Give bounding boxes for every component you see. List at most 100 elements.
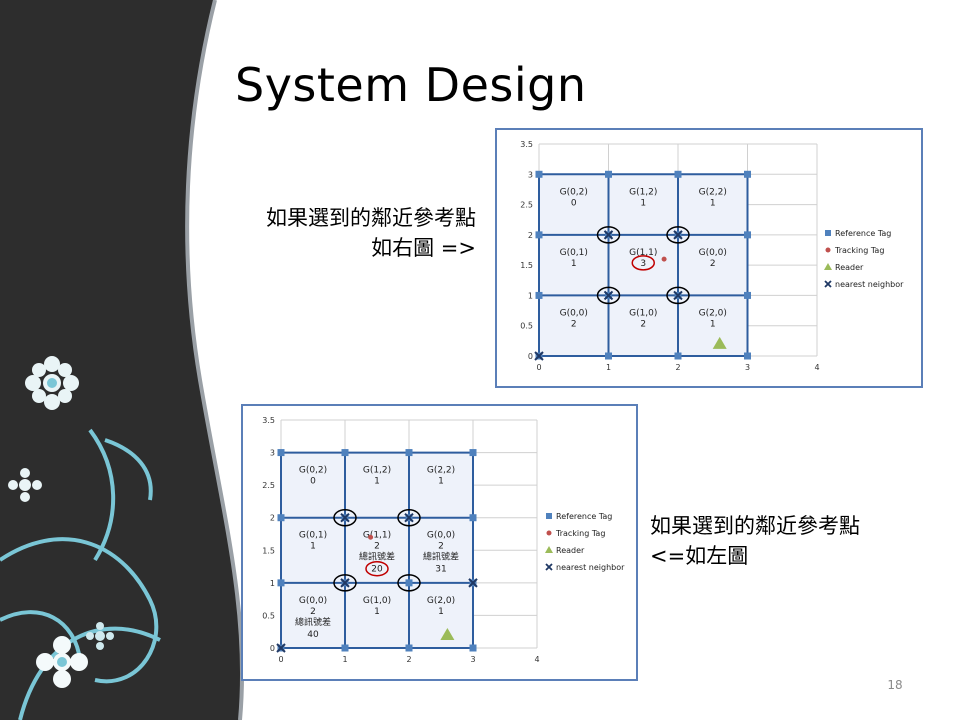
- x-tick-label: 0: [278, 655, 283, 664]
- legend-label: Reference Tag: [835, 229, 891, 238]
- cell-value: 1: [710, 319, 716, 329]
- cell-label: G(1,1): [363, 531, 391, 541]
- x-tick-label: 2: [406, 655, 411, 664]
- y-tick-label: 3: [270, 449, 275, 458]
- grid-cell: [678, 174, 748, 235]
- highlight-ring: [365, 560, 389, 577]
- nearest-neighbor-point: [404, 513, 414, 523]
- x-tick-label: 1: [342, 655, 347, 664]
- legend-marker-nearest-neighbor: [824, 280, 832, 288]
- grid-cell: [409, 517, 473, 583]
- cell-value: 2: [310, 607, 316, 617]
- slide-number: 18: [887, 678, 903, 692]
- legend-label: nearest neighbor: [556, 563, 625, 572]
- reference-tag-point: [744, 170, 751, 178]
- legend-marker-reference-tag: [825, 230, 831, 236]
- y-tick-label: 3: [528, 170, 533, 179]
- cell-value: 2: [438, 542, 444, 552]
- cell-value: 0: [310, 477, 316, 487]
- cell-value: 2: [571, 319, 577, 329]
- legend-marker-reader: [824, 263, 832, 270]
- highlight-ring: [631, 255, 655, 271]
- tracking-tag-point: [368, 534, 374, 540]
- cell-label: G(1,0): [363, 596, 391, 606]
- cell-label: G(2,0): [699, 308, 727, 318]
- grid-cell: [345, 582, 409, 648]
- cell-note: 總訊號差: [359, 551, 395, 563]
- cell-note: 總訊號差: [423, 551, 459, 563]
- x-tick-label: 2: [675, 363, 680, 372]
- cell-label: G(1,0): [629, 308, 657, 318]
- x-tick-label: 4: [534, 655, 539, 664]
- cell-value: 2: [640, 319, 646, 329]
- grid-cell: [281, 452, 345, 518]
- y-tick-label: 0: [270, 644, 275, 653]
- reference-tag-point: [605, 170, 612, 178]
- grid-cell: [409, 452, 473, 518]
- x-tick-label: 3: [745, 363, 750, 372]
- grid-cell: [539, 234, 609, 296]
- reference-tag-point: [405, 449, 413, 457]
- y-tick-label: 1: [270, 579, 275, 588]
- legend-marker-nearest-neighbor: [545, 563, 553, 571]
- reference-tag-point: [674, 352, 682, 360]
- nearest-neighbor-point: [673, 290, 683, 301]
- legend-label: Reference Tag: [556, 512, 612, 521]
- cell-value: 1: [374, 607, 380, 617]
- cell-value: 1: [571, 259, 577, 269]
- cell-value: 0: [571, 198, 577, 208]
- nearest-neighbor-point: [276, 643, 286, 653]
- flower-icon: [8, 468, 42, 502]
- nearest-neighbor-point: [468, 578, 478, 588]
- nearest-neighbor-point: [340, 578, 350, 588]
- cell-label: G(0,0): [699, 248, 727, 258]
- cell-value: 2: [710, 259, 716, 269]
- x-tick-label: 3: [470, 655, 475, 664]
- grid-cell: [608, 234, 678, 296]
- reference-tag-point: [535, 231, 543, 239]
- cell-label: G(1,2): [629, 187, 657, 197]
- reference-tag-point: [744, 231, 751, 239]
- y-tick-label: 2: [270, 514, 275, 523]
- legend-marker-tracking-tag: [546, 530, 552, 536]
- cell-label: G(0,1): [560, 248, 588, 258]
- cell-value: 1: [310, 542, 316, 552]
- neighbor-circle: [596, 226, 621, 244]
- x-tick-label: 1: [606, 363, 611, 372]
- cell-value: 1: [640, 198, 646, 208]
- reader-point: [712, 336, 727, 349]
- cell-value: 1: [438, 607, 444, 617]
- legend-marker-tracking-tag: [825, 247, 831, 253]
- x-tick-label: 0: [536, 363, 541, 372]
- y-tick-label: 2: [528, 231, 533, 240]
- cell-value: 2: [374, 542, 380, 552]
- cell-note-value: 31: [435, 565, 446, 575]
- cell-label: G(1,2): [363, 466, 391, 476]
- grid-cell: [608, 295, 678, 356]
- cell-label: G(1,1): [629, 248, 657, 258]
- neighbor-circle: [333, 508, 357, 527]
- caption-bottom-line-1: 如果選到的鄰近參考點: [650, 514, 860, 538]
- y-tick-label: 3.5: [262, 416, 275, 425]
- grid-cell: [345, 517, 409, 583]
- reader-point: [440, 627, 455, 640]
- cell-value: 3: [640, 259, 646, 269]
- neighbor-circle: [397, 574, 421, 592]
- legend-label: nearest neighbor: [835, 280, 904, 289]
- reference-tag-point: [469, 449, 477, 457]
- nearest-neighbor-point: [673, 230, 683, 240]
- grid-cell: [678, 295, 748, 356]
- grid-cell: [539, 174, 609, 235]
- cell-note: 總訊號差: [295, 616, 331, 628]
- legend-label: Reader: [835, 263, 864, 272]
- grid-cell: [539, 295, 609, 356]
- slide-title: System Design: [235, 58, 587, 112]
- caption-top: 如果選到的鄰近參考點 如右圖 =>: [200, 203, 476, 263]
- legend-label: Reader: [556, 546, 585, 555]
- reference-tag-point: [341, 449, 349, 457]
- flower-icon: [36, 636, 88, 688]
